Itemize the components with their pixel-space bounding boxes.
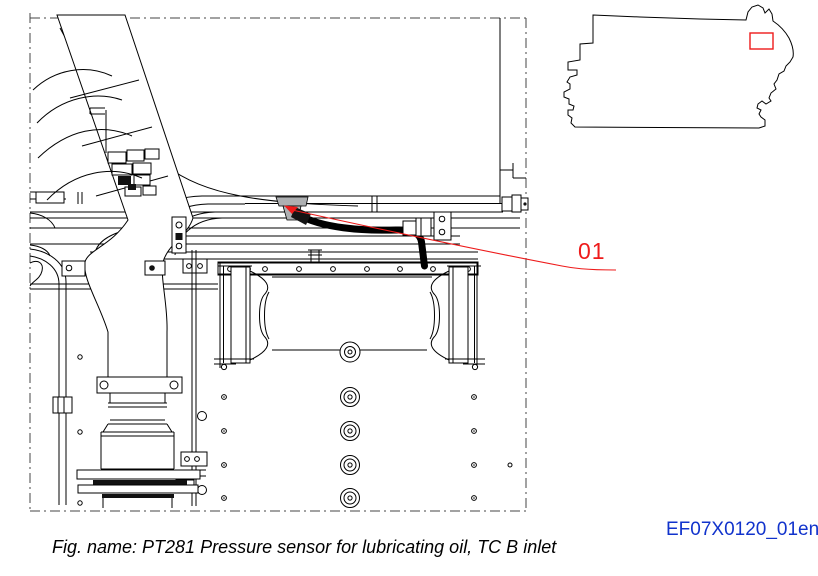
bolt-hole-columns: [77, 354, 513, 506]
joint-right-flange: [445, 263, 485, 371]
engine-location-inset: [563, 4, 794, 129]
drain-pipe-left: [29, 248, 73, 505]
callout-label: 01: [578, 238, 606, 264]
hose-clamp-plate: [433, 211, 452, 241]
joint-left-flange: [214, 263, 254, 371]
figure-caption: Fig. name: PT281 Pressure sensor for lub…: [52, 537, 557, 557]
lower-pipe-assembly: [76, 376, 201, 508]
leader-arrowhead-icon: [284, 205, 298, 214]
pipe-clamp-bracket: [171, 216, 187, 254]
callout-leader: [284, 205, 617, 271]
flange-bricks: [107, 148, 160, 197]
right-connector-fitting: [501, 194, 529, 213]
bellows: [249, 270, 450, 361]
sensor-body-icon: [291, 207, 311, 225]
mounting-plates: [61, 258, 208, 277]
sensor-hose-assembly: [295, 211, 452, 270]
document-code: EF07X0120_01en: [666, 519, 818, 540]
exhaust-pipe: [56, 14, 194, 379]
expansion-joint: [214, 249, 485, 371]
upper-elbow-bends: [32, 69, 143, 201]
red-location-rectangle-icon: [749, 32, 774, 50]
center-bosses: [340, 387, 360, 508]
pressure-sensor: [275, 196, 311, 225]
